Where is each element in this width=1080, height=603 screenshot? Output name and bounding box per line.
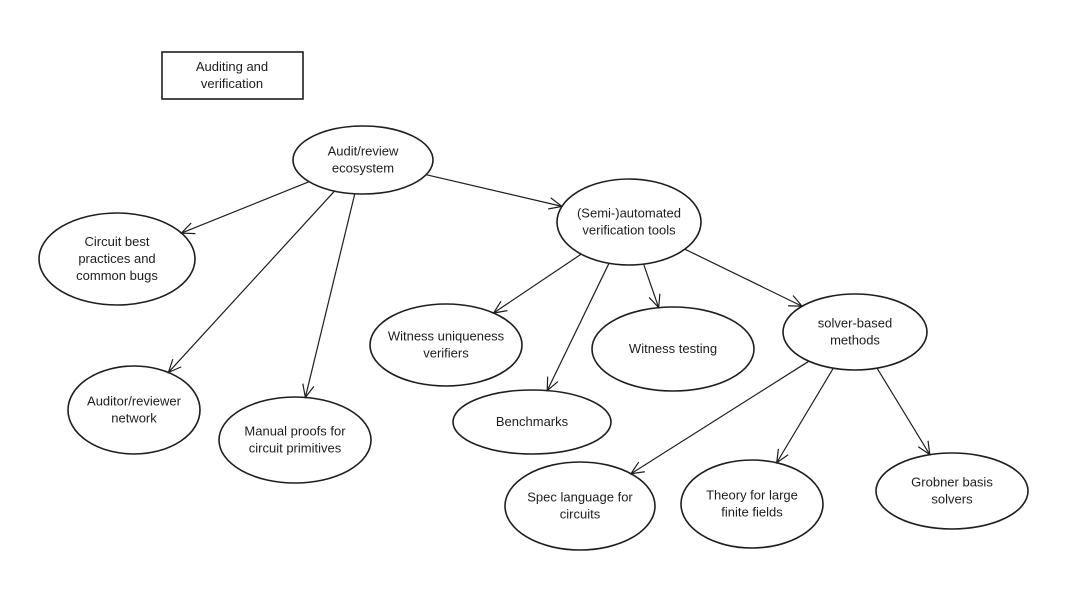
node-ellipse — [782, 293, 928, 371]
node-ellipse — [292, 125, 434, 195]
node-theory[interactable]: Theory for large finite fields — [680, 459, 824, 549]
node-label-line: Manual proofs for — [244, 424, 346, 439]
node-label-line: Circuit best — [84, 234, 149, 249]
edge-line — [876, 367, 931, 455]
edge-audit-to-auditor — [167, 190, 335, 374]
node-label-line: verifiers — [423, 346, 469, 361]
edge-line — [776, 367, 834, 464]
edge-line — [643, 263, 660, 308]
node-ellipse — [556, 178, 702, 266]
title-box-line-1: Auditing and — [196, 59, 268, 74]
node-ellipse — [504, 461, 656, 551]
node-label-line: Spec language for — [527, 490, 633, 505]
node-label-line: common bugs — [76, 268, 158, 283]
edge-semi-to-bench — [546, 263, 610, 392]
node-label-line: ecosystem — [332, 161, 394, 176]
edge-line — [304, 193, 356, 398]
node-label-line: circuit primitives — [249, 441, 342, 456]
node-label-line: verification tools — [582, 223, 676, 238]
edge-line — [425, 174, 563, 207]
node-ellipse — [218, 396, 372, 484]
edge-audit-to-manual — [302, 193, 356, 399]
title-box-border — [161, 51, 304, 100]
edge-semi-to-wtest — [643, 263, 661, 310]
node-manual[interactable]: Manual proofs for circuit primitives — [218, 396, 372, 484]
node-label-line: (Semi-)automated — [577, 206, 681, 221]
edges-layer — [167, 174, 931, 475]
node-label-line: Witness testing — [629, 341, 717, 356]
node-auditor[interactable]: Auditor/reviewer network — [67, 365, 201, 455]
edge-semi-to-solver — [684, 248, 804, 307]
edge-line — [630, 360, 810, 475]
node-wtest[interactable]: Witness testing — [591, 306, 755, 392]
edge-audit-to-semi — [425, 174, 564, 210]
node-circuit[interactable]: Circuit best practices and common bugs — [38, 212, 196, 306]
node-ellipse — [369, 303, 523, 387]
edge-solver-to-grobner — [876, 367, 931, 456]
node-ellipse — [38, 212, 196, 306]
node-label-line: practices and — [78, 251, 155, 266]
node-solver[interactable]: solver-based methods — [782, 293, 928, 371]
node-ellipse — [452, 389, 612, 455]
node-label-line: Benchmarks — [496, 414, 569, 429]
node-label-line: Grobner basis — [911, 475, 993, 490]
node-ellipse — [875, 452, 1029, 530]
node-label-line: methods — [830, 333, 880, 348]
node-semi[interactable]: (Semi-)automated verification tools — [556, 178, 702, 266]
edge-line — [546, 263, 610, 391]
node-label-line: Auditor/reviewer — [87, 394, 182, 409]
edge-solver-to-theory — [775, 367, 834, 465]
node-label-line: solvers — [931, 492, 973, 507]
edge-audit-to-circuit — [180, 181, 310, 235]
edge-semi-to-wuniq — [492, 253, 582, 314]
node-label-line: Audit/review — [328, 144, 399, 159]
node-label-line: circuits — [560, 507, 601, 522]
edge-line — [167, 190, 335, 373]
node-label-line: Theory for large — [706, 488, 798, 503]
node-label-line: finite fields — [721, 505, 783, 520]
node-label-line: Witness uniqueness — [388, 329, 505, 344]
edge-line — [493, 253, 582, 314]
node-ellipse — [67, 365, 201, 455]
node-spec[interactable]: Spec language for circuits — [504, 461, 656, 551]
title-box-line-2: verification — [201, 76, 263, 91]
node-ellipse — [680, 459, 824, 549]
title-box[interactable]: Auditing and verification — [161, 51, 304, 100]
edge-line — [684, 248, 803, 307]
node-grobner[interactable]: Grobner basis solvers — [875, 452, 1029, 530]
edge-line — [181, 181, 310, 234]
node-label-line: network — [111, 411, 157, 426]
node-label-line: solver-based — [818, 316, 892, 331]
edge-solver-to-spec — [629, 360, 810, 475]
node-audit[interactable]: Audit/review ecosystem — [292, 125, 434, 195]
node-bench[interactable]: Benchmarks — [452, 389, 612, 455]
node-wuniq[interactable]: Witness uniqueness verifiers — [369, 303, 523, 387]
node-ellipse — [591, 306, 755, 392]
